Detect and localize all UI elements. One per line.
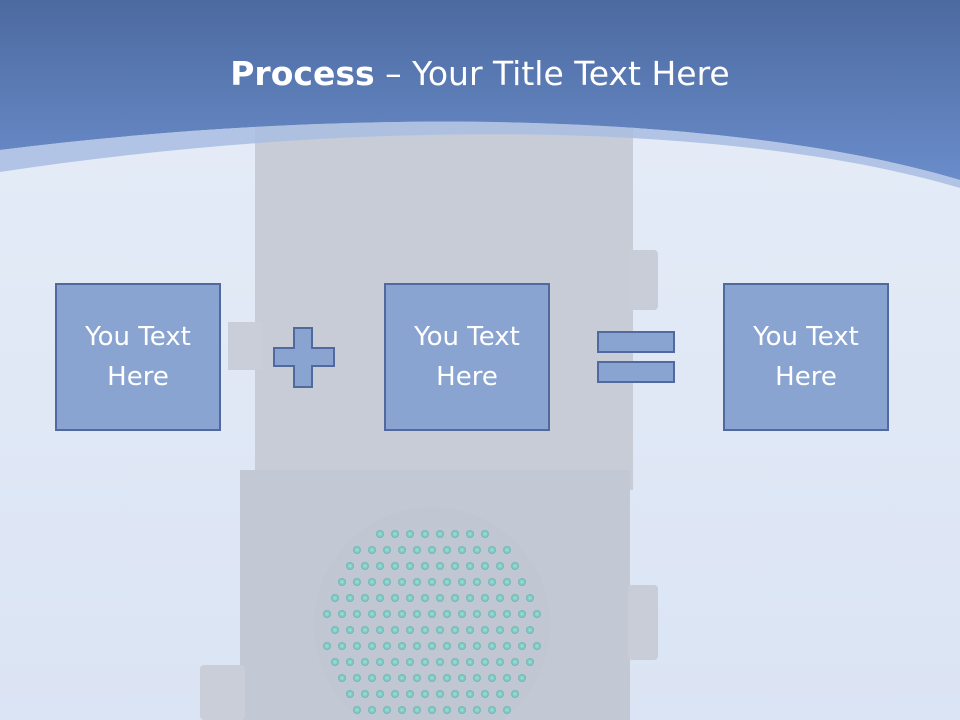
title-bold: Process xyxy=(230,54,375,93)
plus-icon xyxy=(273,327,335,388)
text-box-2[interactable]: You Text Here xyxy=(384,283,550,431)
text-box-1-label: You Text Here xyxy=(85,322,191,392)
slide-title: Process – Your Title Text Here xyxy=(0,52,960,96)
text-box-2-label: You Text Here xyxy=(414,322,520,392)
traffic-light-leds xyxy=(323,530,541,714)
text-box-1[interactable]: You Text Here xyxy=(55,283,221,431)
title-rest: – Your Title Text Here xyxy=(374,54,730,93)
text-box-3[interactable]: You Text Here xyxy=(723,283,889,431)
text-box-3-label: You Text Here xyxy=(753,322,859,392)
equals-icon xyxy=(597,331,675,383)
